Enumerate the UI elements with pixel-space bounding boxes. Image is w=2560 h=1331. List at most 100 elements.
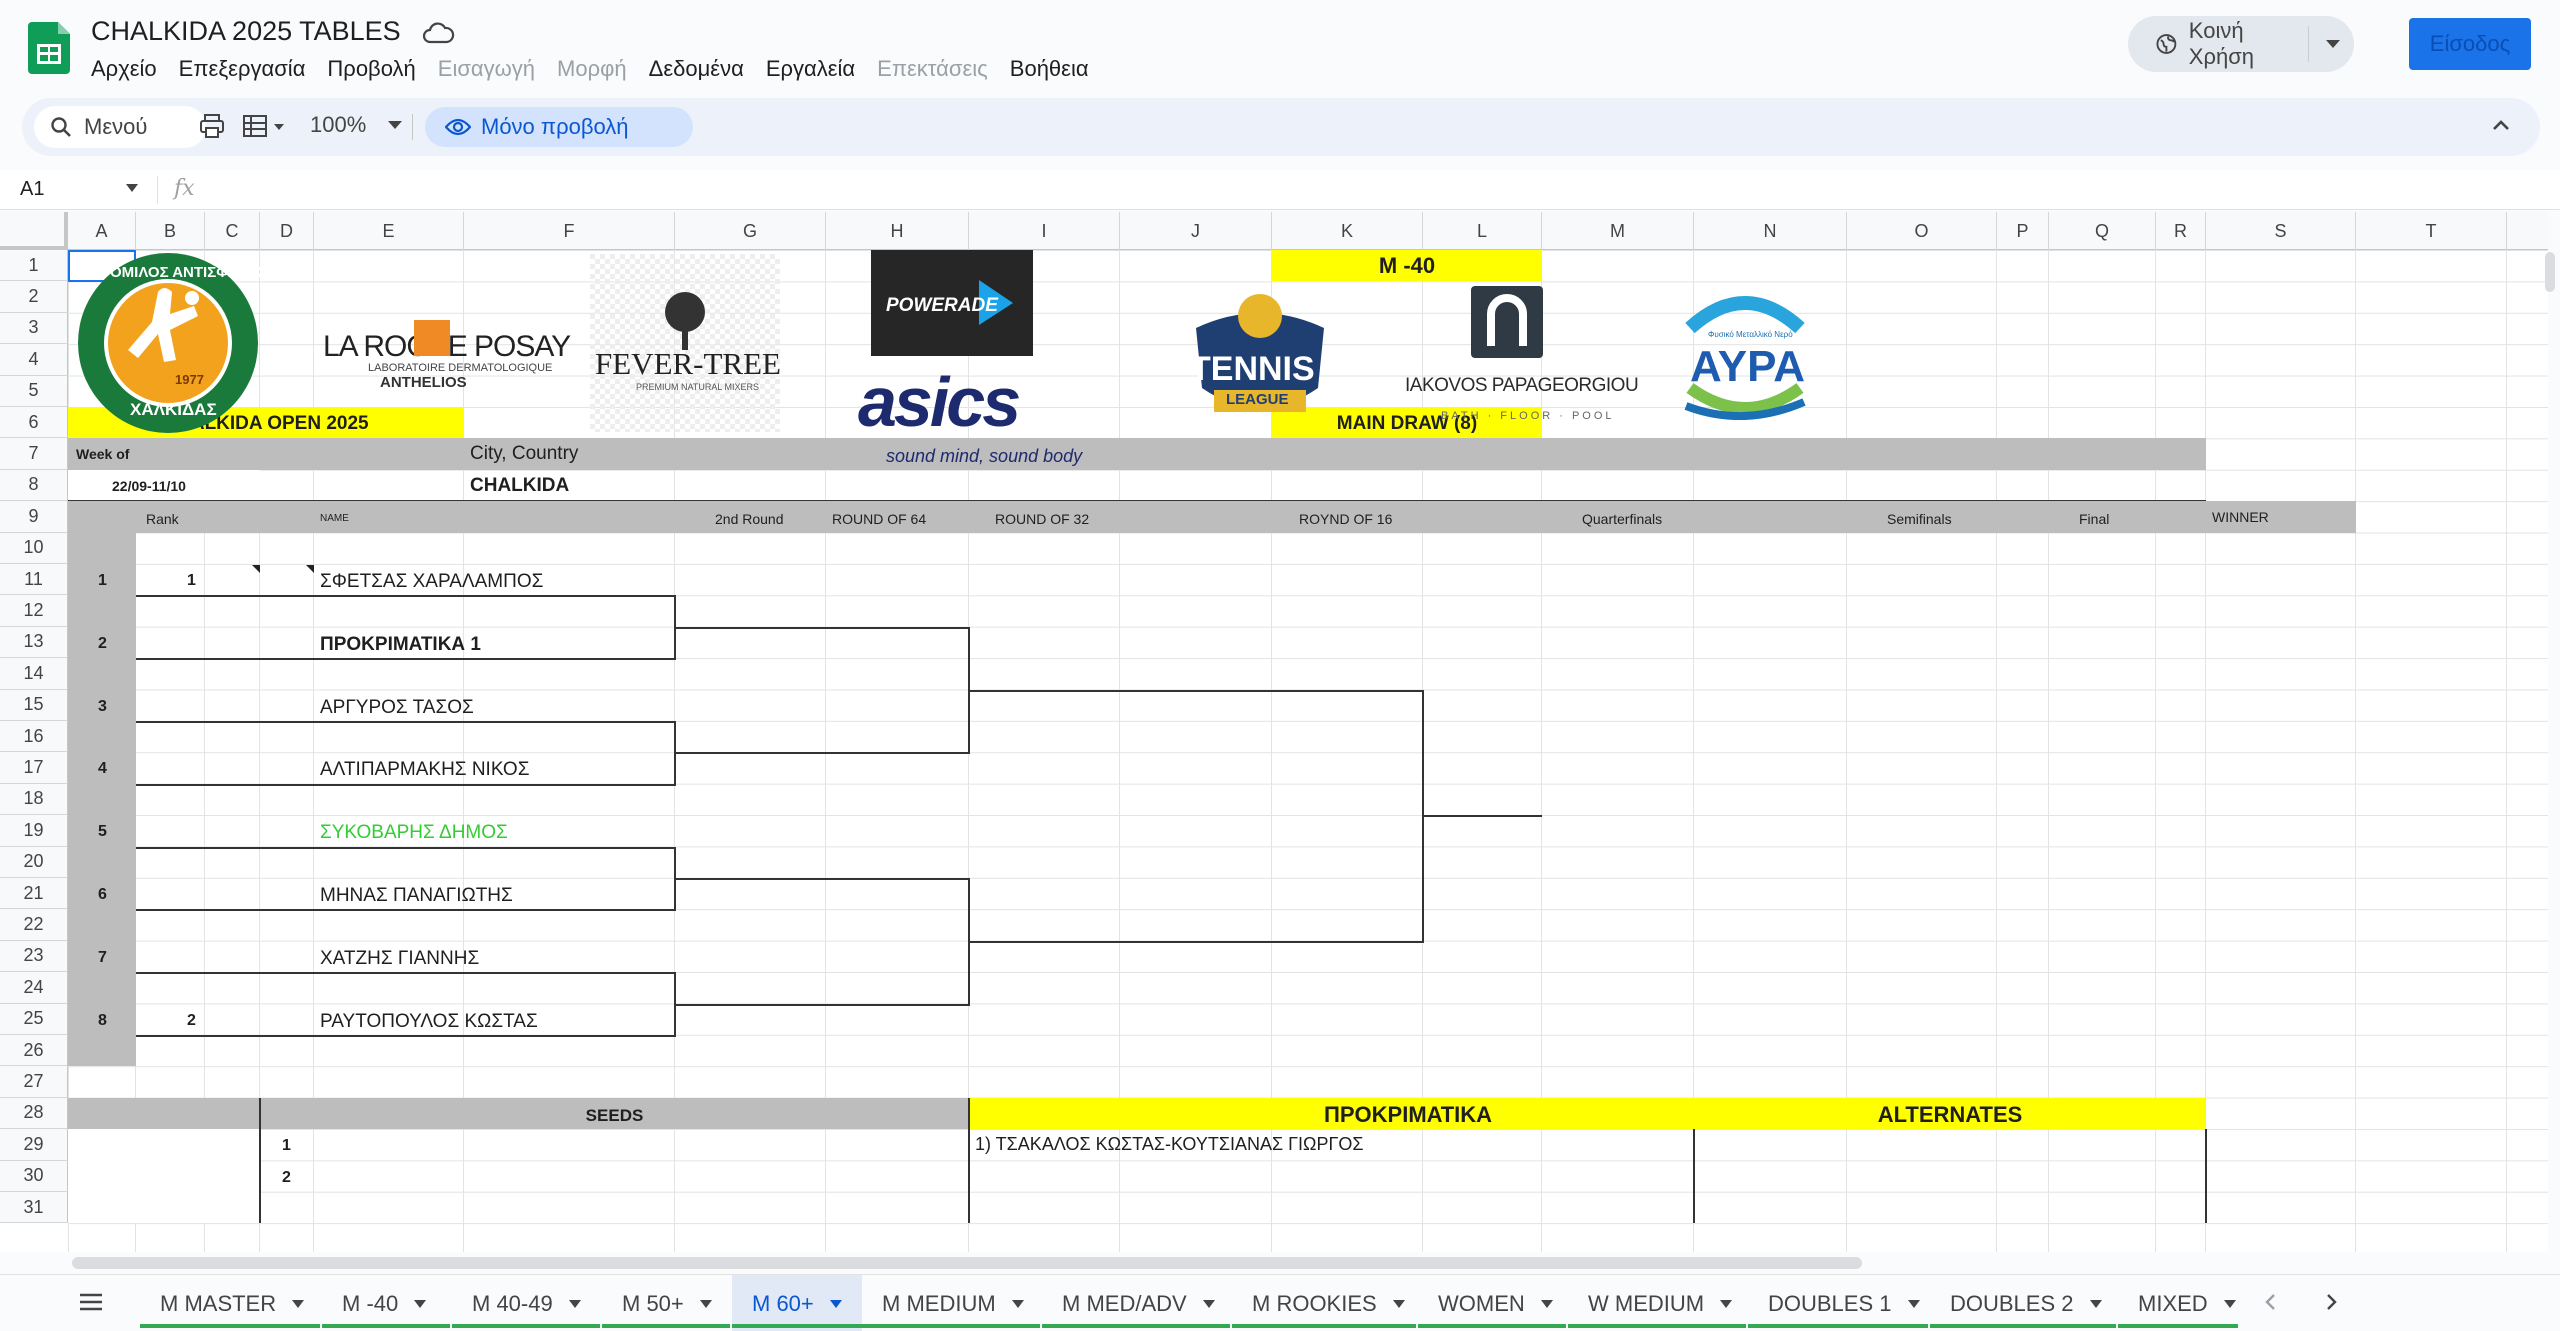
sheet-tab[interactable]: M ROOKIES [1232,1275,1416,1331]
column-header[interactable]: H [826,212,969,250]
print-icon[interactable] [198,112,226,140]
select-all-corner[interactable] [0,212,68,250]
column-header[interactable]: M [1542,212,1694,250]
column-header[interactable]: N [1694,212,1847,250]
column-header[interactable]: Q [2049,212,2156,250]
document-title[interactable]: CHALKIDA 2025 TABLES [91,16,401,46]
row-header[interactable]: 4 [0,344,68,376]
share-dropdown-button[interactable] [2312,16,2354,72]
caret-down-icon[interactable] [1907,1299,1920,1308]
column-header[interactable]: J [1120,212,1272,250]
row-header[interactable]: 28 [0,1097,68,1130]
sheet-tab[interactable]: M MEDIUM [862,1275,1040,1331]
column-header[interactable]: R [2156,212,2206,250]
caret-down-icon[interactable] [2089,1299,2102,1308]
column-header[interactable]: P [1997,212,2049,250]
row-header[interactable]: 16 [0,721,68,753]
caret-down-icon[interactable] [414,1299,427,1308]
caret-down-icon[interactable] [126,184,138,192]
column-header[interactable]: F [464,212,675,250]
sheet-tab[interactable]: M -40 [322,1275,450,1331]
row-header[interactable]: 18 [0,783,68,816]
menu-item[interactable]: Εισαγωγή [437,56,536,81]
caret-down-icon[interactable] [829,1299,842,1308]
vertical-scrollbar[interactable] [2545,252,2555,292]
caret-down-icon[interactable] [2223,1299,2236,1308]
row-header[interactable]: 11 [0,564,68,596]
view-only-button[interactable]: Μόνο προβολή [425,107,693,147]
row-header[interactable]: 2 [0,281,68,313]
row-header[interactable]: 7 [0,438,68,470]
sheets-logo-icon[interactable] [28,22,70,74]
column-header[interactable]: L [1423,212,1542,250]
horizontal-scrollbar[interactable] [72,1257,1862,1269]
chevron-right-icon[interactable] [2320,1291,2342,1313]
row-header[interactable]: 29 [0,1129,68,1161]
sheet-tab[interactable]: M 60+ [732,1275,862,1331]
row-header[interactable]: 21 [0,878,68,910]
row-header[interactable]: 31 [0,1192,68,1224]
row-header[interactable]: 12 [0,595,68,627]
row-header[interactable]: 25 [0,1003,68,1035]
caret-down-icon[interactable] [1202,1299,1215,1308]
row-header[interactable]: 22 [0,909,68,941]
sheet-tab[interactable]: W MEDIUM [1568,1275,1746,1331]
menu-item[interactable]: Μορφή [557,56,627,81]
name-box[interactable]: A1 [20,178,45,200]
row-header[interactable]: 1 [0,250,68,282]
caret-down-icon[interactable] [1392,1299,1405,1308]
row-header[interactable]: 6 [0,407,68,439]
caret-down-icon[interactable] [568,1299,581,1308]
menu-item[interactable]: Προβολή [327,56,416,81]
menu-item[interactable]: Εργαλεία [765,56,856,81]
signin-button[interactable]: Είσοδος [2409,18,2531,70]
row-header[interactable]: 26 [0,1035,68,1067]
sheet-tab[interactable]: DOUBLES 2 [1930,1275,2116,1331]
menu-item[interactable]: Επεξεργασία [178,56,306,81]
row-header[interactable]: 14 [0,658,68,690]
caret-down-icon[interactable] [1720,1299,1733,1308]
row-header[interactable]: 27 [0,1066,68,1098]
sheet-tab[interactable]: M 40-49 [452,1275,600,1331]
row-header[interactable]: 13 [0,626,68,659]
row-header[interactable]: 15 [0,689,68,721]
row-header[interactable]: 19 [0,815,68,847]
sheet-tab[interactable]: DOUBLES 1 [1748,1275,1928,1331]
column-header[interactable]: G [675,212,826,250]
comment-marker[interactable] [306,565,314,573]
menu-item[interactable]: Δεδομένα [648,56,744,81]
menu-search[interactable]: Μενού [34,106,206,148]
comment-marker[interactable] [252,565,260,573]
all-sheets-menu-icon[interactable] [78,1291,104,1313]
sheet-tab[interactable]: M 50+ [602,1275,730,1331]
row-header[interactable]: 5 [0,375,68,407]
chevron-up-icon[interactable] [2490,115,2512,137]
row-header[interactable]: 30 [0,1160,68,1192]
column-header[interactable]: O [1847,212,1997,250]
sheet-tab[interactable]: WOMEN [1418,1275,1566,1331]
row-header[interactable]: 10 [0,532,68,564]
column-header[interactable]: C [205,212,260,250]
cloud-saved-icon[interactable] [421,20,455,48]
caret-down-icon[interactable] [292,1299,305,1308]
column-header[interactable]: E [314,212,464,250]
column-header[interactable]: D [260,212,314,250]
sheet-tab[interactable]: M MASTER [140,1275,320,1331]
column-header[interactable]: I [969,212,1120,250]
sheet-tab[interactable]: M MED/ADV [1042,1275,1230,1331]
column-header[interactable]: S [2206,212,2356,250]
share-button[interactable]: Κοινή Χρήση [2128,16,2308,72]
menu-item[interactable]: Βοήθεια [1009,56,1089,81]
caret-down-icon[interactable] [1011,1299,1024,1308]
column-header[interactable]: K [1272,212,1423,250]
row-header[interactable]: 24 [0,972,68,1004]
column-header[interactable]: B [136,212,205,250]
menu-item[interactable]: Αρχείο [91,56,157,81]
paint-format-icon[interactable] [242,112,288,140]
caret-down-icon[interactable] [1540,1299,1553,1308]
row-header[interactable]: 8 [0,469,68,502]
column-header[interactable]: T [2356,212,2507,250]
row-header[interactable]: 23 [0,940,68,973]
menu-item[interactable]: Επεκτάσεις [877,56,988,81]
